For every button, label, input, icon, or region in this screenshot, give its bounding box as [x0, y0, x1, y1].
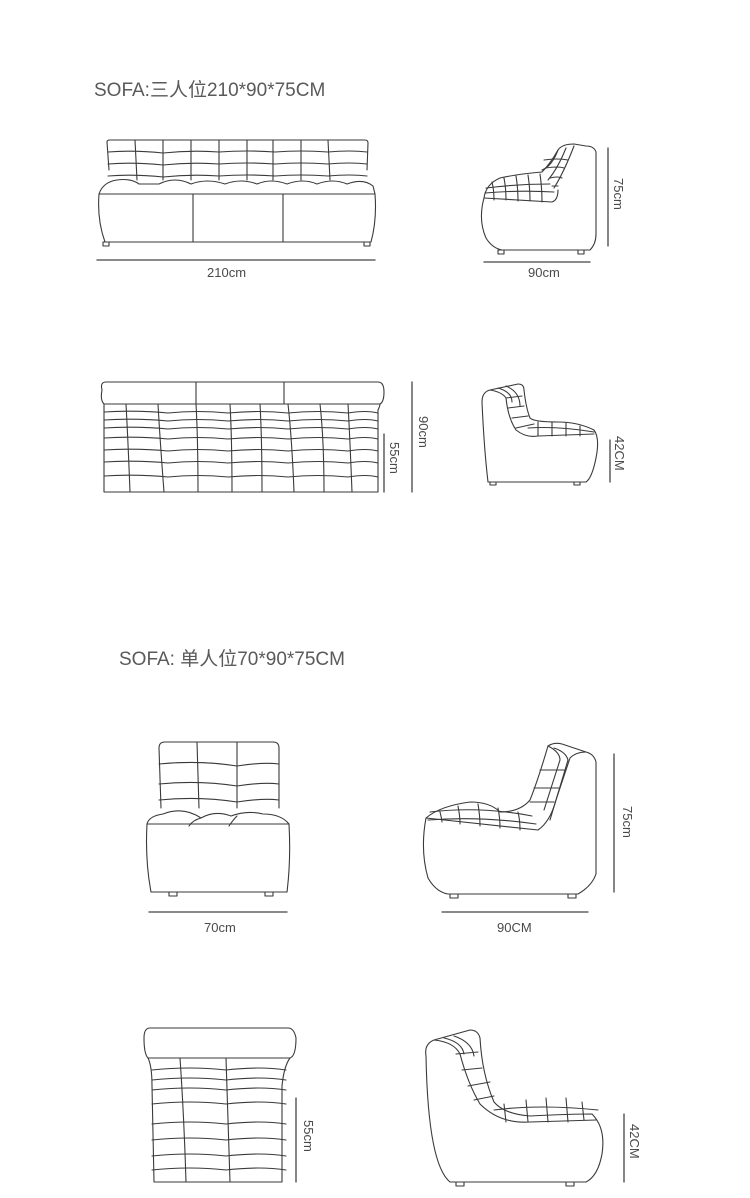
three-seater-top-view — [100, 381, 413, 493]
single-seater-seat-depth-label: 55cm — [301, 1120, 316, 1152]
three-seater-side-alt-view — [481, 383, 611, 486]
three-seater-top-depth-label: 90cm — [416, 416, 431, 448]
single-seater-width-label: 70cm — [204, 920, 236, 935]
section-title-3-seater: SOFA:三人位210*90*75CM — [94, 80, 326, 101]
three-seater-front-view — [96, 139, 377, 261]
single-seater-front-view — [145, 741, 291, 913]
single-seater-side-view — [422, 742, 615, 913]
three-seater-width-label: 210cm — [207, 265, 247, 280]
three-seater-height-label: 75cm — [611, 178, 626, 210]
section-title-single-seater: SOFA: 单人位70*90*75CM — [119, 649, 345, 670]
single-seater-seat-height-label: 42CM — [627, 1124, 642, 1159]
three-seater-seat-height-label: 42CM — [612, 436, 627, 471]
single-seater-top-view — [143, 1027, 297, 1183]
three-seater-depth-label: 90cm — [528, 265, 560, 280]
three-seater-side-view — [480, 143, 609, 263]
three-seater-seat-depth-label: 55cm — [387, 442, 402, 474]
single-seater-depth-label: 90CM — [497, 920, 532, 935]
single-seater-height-label: 75cm — [620, 806, 635, 838]
single-seater-side-alt-view — [425, 1029, 625, 1187]
